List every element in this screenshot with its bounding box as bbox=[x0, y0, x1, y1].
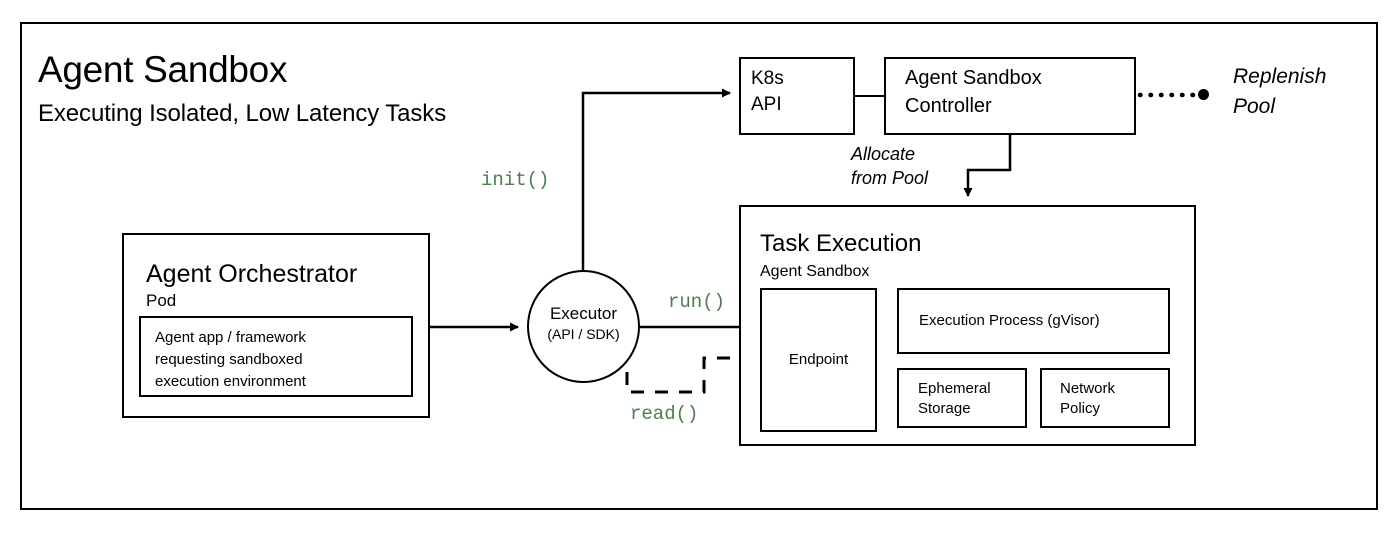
k8s-api-label: K8s API bbox=[751, 68, 784, 115]
execution-process-box[interactable] bbox=[897, 288, 1170, 354]
page-subtitle: Executing Isolated, Low Latency Tasks bbox=[38, 100, 447, 127]
init-call-label: init() bbox=[481, 169, 550, 191]
api-controller-link bbox=[855, 95, 884, 97]
endpoint-label: Endpoint bbox=[788, 351, 849, 368]
endpoint-box[interactable] bbox=[760, 288, 877, 432]
executor-circle[interactable] bbox=[527, 270, 640, 383]
executor-title: Executor bbox=[549, 304, 618, 323]
replenish-pool-endpoint-dot bbox=[1198, 89, 1209, 100]
agent-orchestrator-title: Agent Orchestrator bbox=[146, 260, 358, 288]
agent-app-framework-box[interactable] bbox=[139, 316, 413, 397]
executor-subtitle: (API / SDK) bbox=[547, 326, 620, 342]
ephemeral-storage-label: Ephemeral Storage bbox=[918, 380, 991, 417]
task-execution-title: Task Execution bbox=[760, 230, 922, 257]
k8s-api-box[interactable] bbox=[739, 57, 855, 135]
network-policy-box[interactable] bbox=[1040, 368, 1170, 428]
ephemeral-storage-box[interactable] bbox=[897, 368, 1027, 428]
read-call-label: read() bbox=[630, 403, 699, 425]
agent-app-framework-label: Agent app / framework requesting sandbox… bbox=[155, 329, 306, 390]
agent-sandbox-controller-label: Agent Sandbox Controller bbox=[905, 67, 1042, 117]
agent-orchestrator-subtitle: Pod bbox=[146, 291, 177, 310]
executor-label: Executor (API / SDK) bbox=[527, 303, 640, 345]
allocate-from-pool-label: Allocate from Pool bbox=[851, 144, 929, 188]
agent-sandbox-controller-box[interactable] bbox=[884, 57, 1136, 135]
page-title: Agent Sandbox bbox=[38, 49, 288, 90]
network-policy-label: Network Policy bbox=[1060, 380, 1116, 417]
run-call-label: run() bbox=[668, 291, 726, 313]
replenish-pool-label: Replenish Pool bbox=[1233, 65, 1327, 118]
execution-process-label: Execution Process (gVisor) bbox=[919, 312, 1100, 329]
task-execution-subtitle: Agent Sandbox bbox=[760, 263, 870, 280]
